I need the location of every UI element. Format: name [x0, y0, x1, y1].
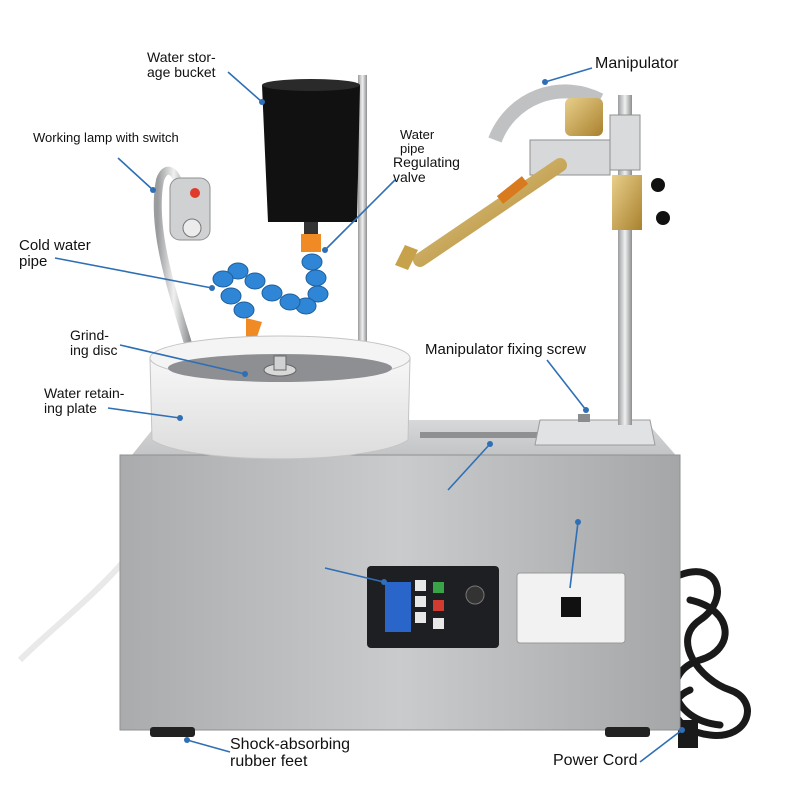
lamp-cable	[17, 558, 128, 663]
leader-switch	[569, 521, 579, 589]
control-panel	[367, 566, 499, 648]
leader-cold-water-pipe	[54, 257, 213, 289]
bucket-stand-rod	[358, 75, 367, 425]
leader-power-cord	[639, 729, 683, 763]
grinding-unit	[149, 335, 411, 460]
leader-retaining-plate	[107, 407, 181, 419]
leader-lines	[54, 67, 683, 763]
leader-grinding-disc	[119, 344, 246, 375]
regulating-valve	[301, 234, 321, 252]
label-regulating-valve: Regulating valve	[393, 154, 460, 185]
leader-rubber-feet	[186, 739, 231, 753]
label-manipulator: Manipulator	[595, 55, 679, 72]
lamp-gooseneck	[153, 166, 194, 352]
post-clamp	[609, 114, 641, 171]
label-shock-absorbing-feet: Shock-absorbing rubber feet	[230, 736, 351, 770]
label-water-pipe: Water pipe	[400, 127, 435, 156]
leader-dots	[150, 79, 685, 743]
working-lamp	[169, 177, 211, 241]
leader-control-panel	[324, 567, 385, 583]
leader-manipulator	[544, 67, 593, 83]
label-water-storage-bucket: Water stor- age bucket	[147, 49, 216, 80]
manipulator-arm	[395, 84, 611, 270]
label-cold-water-pipe: Cold water pipe	[19, 237, 91, 270]
rubber-feet	[150, 727, 650, 737]
label-power-cord: Power Cord	[553, 752, 638, 769]
leader-top-slot	[447, 443, 491, 491]
label-manipulator-fixing-screw: Manipulator fixing screw	[425, 341, 586, 358]
label-water-retaining-plate: Water retain- ing plate	[44, 385, 125, 416]
leader-water-bucket	[227, 71, 263, 103]
water-bucket	[262, 79, 360, 236]
manipulator-base	[534, 414, 656, 446]
leader-regulating-valve	[324, 179, 396, 251]
label-grinding-disc: Grind- ing disc	[70, 327, 118, 358]
leader-working-lamp	[117, 157, 154, 191]
power-cord	[671, 568, 751, 748]
label-working-lamp: Working lamp with switch	[33, 130, 179, 145]
leader-fixing-screw	[546, 359, 587, 411]
power-switch	[516, 572, 626, 644]
pipe-nozzle	[246, 318, 262, 340]
cold-water-pipe	[212, 253, 329, 319]
post-brass-collar	[612, 175, 642, 230]
